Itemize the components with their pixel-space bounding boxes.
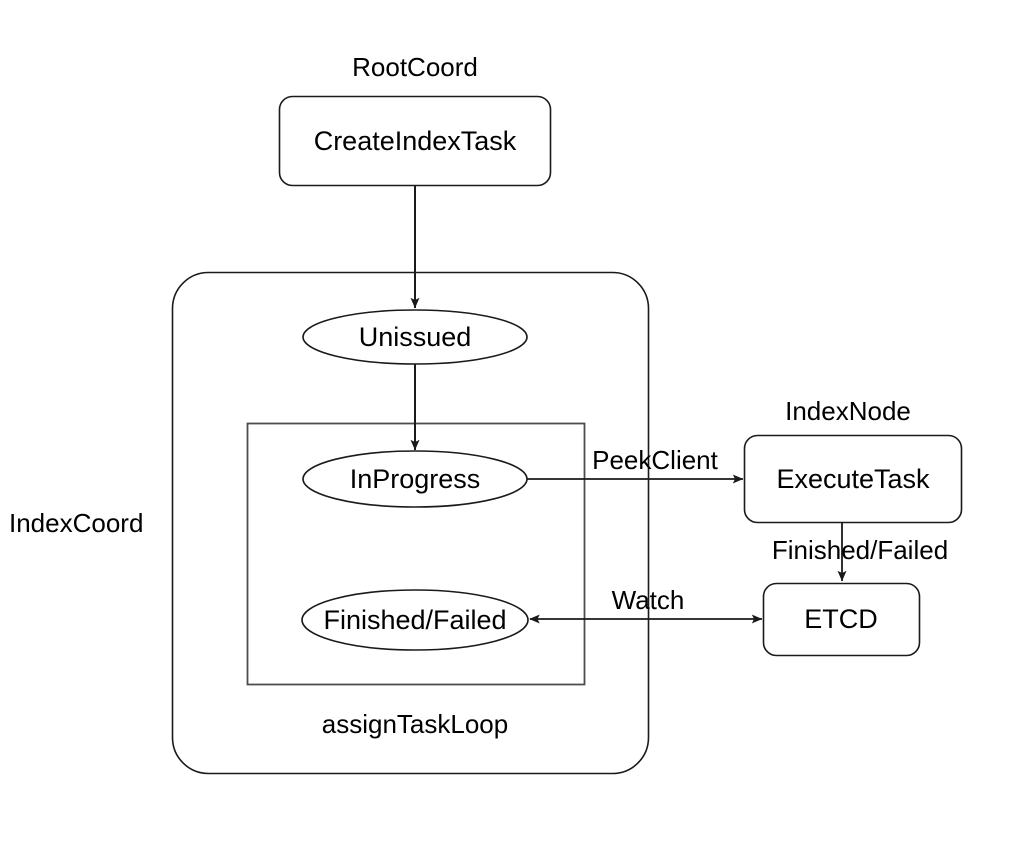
node-label-inprogress: InProgress (349, 464, 481, 494)
group-label-rootcoord: RootCoord (352, 52, 478, 82)
node-label-unissued: Unissued (358, 322, 472, 352)
edge-label-watch: Watch (611, 585, 685, 615)
node-label-finished-failed: Finished/Failed (323, 605, 507, 635)
node-label-create-index-task: CreateIndexTask (313, 126, 517, 156)
finished-failed-ellipse (301, 589, 529, 651)
etcd-box (762, 582, 921, 657)
group-label-indexnode: IndexNode (785, 396, 911, 426)
node-label-execute-task: ExecuteTask (776, 464, 930, 494)
group-label-indexcoord: IndexCoord (9, 508, 144, 538)
edge-label-peekclient: PeekClient (592, 445, 718, 475)
execute-task-box (743, 434, 963, 524)
edge-label-finished-failed: Finished/Failed (771, 535, 949, 565)
group-label-assigntaskloop: assignTaskLoop (321, 709, 509, 739)
node-label-etcd: ETCD (804, 604, 878, 634)
